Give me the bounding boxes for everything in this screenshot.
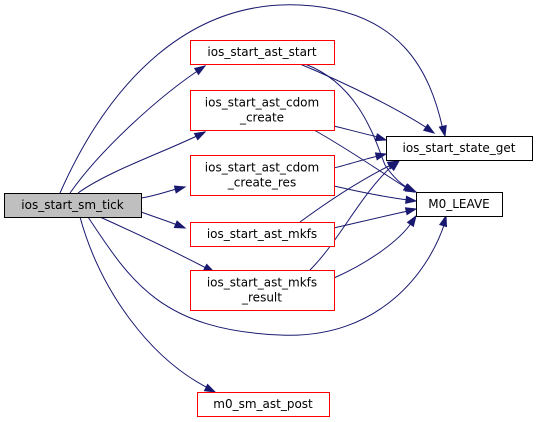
arrowhead <box>374 133 388 142</box>
edge-ast-start-to-state-get <box>299 63 436 134</box>
arrowhead <box>438 124 447 138</box>
edges-layer <box>59 4 448 393</box>
edge-line <box>59 4 444 194</box>
arrowhead <box>374 152 388 161</box>
node-label: _result <box>241 291 282 305</box>
edge-root-to-cdom-create-res <box>140 185 187 199</box>
edge-line <box>313 129 411 191</box>
edge-root-to-cdom-create <box>77 131 207 194</box>
node-box <box>416 192 503 217</box>
node-label: ios_start_state_get <box>403 141 516 155</box>
edge-line <box>87 216 446 336</box>
edge-mkfs-result-to-state-get <box>309 160 401 271</box>
edge-line <box>304 63 413 191</box>
node-state-get[interactable]: ios_start_state_get <box>386 136 533 161</box>
edge-line <box>299 163 394 223</box>
arrowhead <box>193 131 207 141</box>
arrowhead <box>388 160 401 172</box>
edge-line <box>79 216 213 391</box>
node-label: M0_LEAVE <box>428 197 490 211</box>
node-label: ios_start_ast_cdom <box>205 96 319 110</box>
edge-ast-mkfs-to-m0-leave <box>333 207 418 229</box>
node-ast-mkfs[interactable]: ios_start_ast_mkfs <box>190 222 335 247</box>
arrowhead <box>406 214 417 228</box>
arrowhead <box>404 207 418 216</box>
edge-line <box>77 131 206 194</box>
edge-line <box>309 164 394 271</box>
node-label: ios_start_ast_cdom <box>205 161 319 175</box>
node-box <box>197 392 330 417</box>
node-box <box>190 40 335 65</box>
node-box <box>386 136 533 161</box>
node-label: _create_res <box>227 176 296 190</box>
edge-line <box>140 211 181 227</box>
node-root[interactable]: ios_start_sm_tick <box>4 193 142 218</box>
edge-line <box>333 155 379 169</box>
edge-cdom-create-to-m0-leave <box>313 129 416 193</box>
node-box <box>190 155 335 196</box>
edge-line <box>99 216 211 271</box>
nodes-layer: ios_start_sm_tick ios_start_ast_start ios_… <box>4 40 533 417</box>
arrowhead <box>203 383 217 393</box>
arrowhead <box>422 123 436 134</box>
edge-line <box>140 187 181 199</box>
node-label: ios_start_sm_tick <box>21 198 123 212</box>
node-mkfs-result[interactable]: ios_start_ast_mkfs_result <box>190 270 335 311</box>
edge-cdom-create-res-to-m0-leave <box>333 185 418 204</box>
edge-cdom-create-res-to-state-get <box>333 152 388 169</box>
node-label: _create <box>239 111 284 125</box>
edge-root-to-sm-ast-post <box>79 216 217 393</box>
edge-line <box>333 221 413 279</box>
node-box <box>190 222 335 247</box>
arrowhead <box>402 183 416 193</box>
edge-line <box>333 210 409 229</box>
edge-line <box>333 185 409 201</box>
node-label: ios_start_ast_start <box>207 45 316 59</box>
node-label: m0_sm_ast_post <box>213 397 313 411</box>
node-m0-leave[interactable]: M0_LEAVE <box>416 192 503 217</box>
arrowhead <box>193 65 207 76</box>
node-box <box>190 270 335 311</box>
arrowhead <box>438 214 448 228</box>
arrowhead <box>173 185 187 194</box>
edge-line <box>69 65 206 194</box>
arrowhead <box>405 195 418 204</box>
node-ast-start[interactable]: ios_start_ast_start <box>190 40 335 65</box>
node-cdom-create[interactable]: ios_start_ast_cdom_create <box>190 90 335 131</box>
edge-cdom-create-to-state-get <box>333 125 388 142</box>
edge-root-to-ast-mkfs <box>140 211 187 229</box>
edge-mkfs-result-to-m0-leave <box>333 214 417 279</box>
node-cdom-create-res[interactable]: ios_start_ast_cdom_create_res <box>190 155 335 196</box>
node-box <box>4 193 142 218</box>
edge-line <box>333 125 379 138</box>
node-label: ios_start_ast_mkfs <box>207 227 317 241</box>
node-box <box>190 90 335 131</box>
edge-root-to-ast-start <box>69 65 207 194</box>
arrowhead <box>173 220 187 229</box>
edge-root-to-m0-leave <box>87 214 448 336</box>
edge-root-to-state-get <box>59 4 447 194</box>
edge-line <box>299 63 431 131</box>
node-label: ios_start_ast_mkfs <box>207 276 317 290</box>
node-sm-ast-post[interactable]: m0_sm_ast_post <box>197 392 330 417</box>
